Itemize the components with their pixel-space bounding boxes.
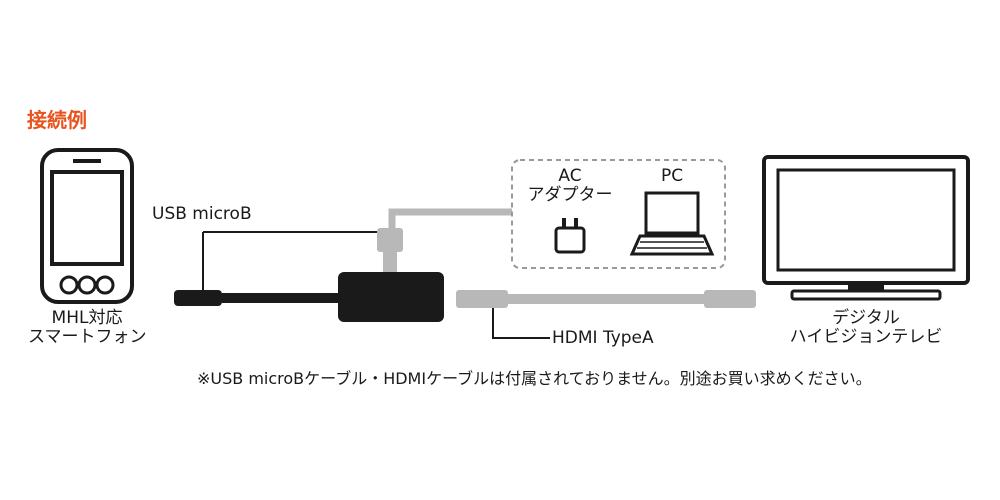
smartphone-label-line1: MHL対応 xyxy=(51,308,123,328)
laptop-icon xyxy=(629,191,715,256)
pc-label: PC xyxy=(660,166,684,186)
ac-label-line2: アダプター xyxy=(527,185,613,206)
ac-label-line1: AC xyxy=(558,166,582,186)
diagram-title: 接続例 xyxy=(27,108,87,132)
hdmi-typea-label: HDMI TypeA xyxy=(552,328,654,348)
usb-microb-label: USB microB xyxy=(152,204,252,224)
smartphone-label-line2: スマートフォン xyxy=(28,327,147,348)
tv-label-line2: ハイビジョンテレビ xyxy=(789,327,943,348)
power-cable xyxy=(377,208,512,272)
ac-adapter-label: AC アダプター xyxy=(520,166,620,206)
ac-adapter-icon xyxy=(554,218,586,254)
usb-microb-cable xyxy=(174,231,383,306)
tv-label-line1: デジタル xyxy=(832,308,900,328)
hdmi-leader-line xyxy=(492,308,550,339)
power-source-group xyxy=(511,159,726,269)
tv-icon xyxy=(762,155,970,301)
footnote: ※USB microBケーブル・HDMIケーブルは付属されておりません。別途お買… xyxy=(197,369,872,388)
mhl-adapter xyxy=(338,272,444,322)
tv-label: デジタル ハイビジョンテレビ xyxy=(776,308,956,348)
smartphone-label: MHL対応 スマートフォン xyxy=(28,308,147,348)
smartphone-icon xyxy=(40,148,134,304)
hdmi-cable xyxy=(456,290,756,339)
